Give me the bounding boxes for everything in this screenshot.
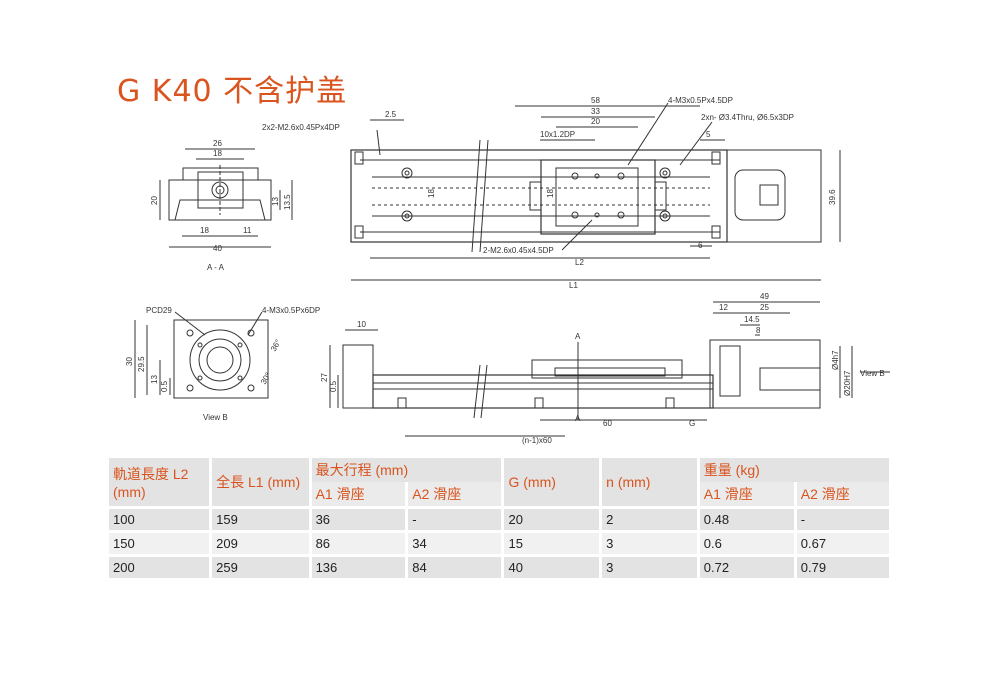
cell-l2: 150 — [109, 530, 213, 556]
side-dim-0-5: 0.5 — [329, 380, 338, 392]
cell-weight-a2: 0.67 — [795, 530, 893, 556]
dim-2-5: 2.5 — [385, 110, 397, 119]
col-header-weight: 重量 (kg) — [698, 458, 893, 482]
dim-20: 20 — [591, 117, 600, 126]
cell-l1: 209 — [210, 530, 312, 556]
table-row: 100 159 36 - 20 2 0.48 - — [109, 506, 893, 532]
cell-weight-a2: 0.79 — [795, 554, 893, 578]
cell-a2: 34 — [406, 530, 505, 556]
side-dim-49: 49 — [760, 292, 769, 301]
vb-dim-13: 13 — [150, 375, 159, 384]
dim-6: 6 — [698, 241, 703, 250]
col-header-weight-a2: A2 滑座 — [795, 482, 893, 508]
cell-l2: 200 — [109, 554, 213, 578]
side-dim-20h7: Ø20H7 — [843, 370, 852, 396]
side-dim-g: G — [689, 419, 695, 428]
aa-dim-18-bottom: 18 — [200, 226, 209, 235]
side-dim-8: 8 — [756, 326, 761, 335]
side-dim-n-1x60: (n-1)x60 — [522, 436, 552, 445]
side-dim-14-5: 14.5 — [744, 315, 760, 324]
aa-dim-40: 40 — [213, 244, 222, 253]
dim-58: 58 — [591, 96, 600, 105]
vb-dim-0-5: 0.5 — [160, 380, 169, 392]
cell-g: 20 — [502, 506, 603, 532]
cell-weight-a1: 0.6 — [698, 530, 797, 556]
col-header-l1: 全長 L1 (mm) — [210, 458, 312, 508]
side-view — [329, 301, 890, 437]
col-header-n: n (mm) — [600, 458, 700, 508]
aa-dim-11: 11 — [243, 226, 252, 235]
dim-18-rail: 18 — [427, 189, 436, 198]
cell-l1: 159 — [210, 506, 312, 532]
aa-section-label: A - A — [207, 263, 225, 272]
view-b-drawing — [134, 311, 269, 399]
aa-dim-26: 26 — [213, 139, 222, 148]
cell-l2: 100 — [109, 506, 213, 532]
table-subheader-row: A1 滑座 A2 滑座 A1 滑座 A2 滑座 — [109, 482, 893, 508]
cell-weight-a1: 0.72 — [698, 554, 797, 578]
vb-angle-36: 36° — [269, 338, 283, 353]
note-m3-thread-top: 4-M3x0.5Px4.5DP — [668, 96, 733, 105]
dim-l1: L1 — [569, 281, 578, 290]
side-dim-12: 12 — [719, 303, 728, 312]
dim-5: 5 — [706, 130, 711, 139]
aa-dim-13-5: 13.5 — [283, 194, 292, 210]
aa-dim-18-top: 18 — [213, 149, 222, 158]
section-marker-a-top: A — [575, 332, 581, 341]
note-m2-6-thread-bottom: 2-M2.6x0.45x4.5DP — [483, 246, 554, 255]
table-header-row: 軌道長度 L2 (mm) 全長 L1 (mm) 最大行程 (mm) G (mm)… — [109, 458, 893, 508]
col-header-g: G (mm) — [502, 458, 603, 508]
cell-g: 15 — [502, 530, 603, 556]
side-dim-25: 25 — [760, 303, 769, 312]
table-row: 200 259 136 84 40 3 0.72 0.79 — [109, 554, 893, 578]
col-header-stroke-a1: A1 滑座 — [310, 482, 409, 508]
side-dim-4h7: Ø4h7 — [831, 350, 840, 370]
vb-dim-30: 30 — [125, 357, 134, 366]
cell-weight-a2: - — [795, 506, 893, 532]
cell-n: 3 — [600, 554, 700, 578]
cell-g: 40 — [502, 554, 603, 578]
col-header-stroke: 最大行程 (mm) — [310, 458, 505, 482]
dim-39-6: 39.6 — [828, 189, 837, 205]
cell-n: 3 — [600, 530, 700, 556]
vb-angle-30: 30° — [259, 371, 273, 386]
vb-label: View B — [203, 413, 228, 422]
col-header-weight-a1: A1 滑座 — [698, 482, 797, 508]
dim-18-slider: 18 — [546, 189, 555, 198]
cell-a1: 136 — [310, 554, 409, 578]
table-row: 150 209 86 34 15 3 0.6 0.67 — [109, 530, 893, 556]
cell-a1: 36 — [310, 506, 409, 532]
cell-l1: 259 — [210, 554, 312, 578]
dim-33: 33 — [591, 107, 600, 116]
cell-a2: 84 — [406, 554, 505, 578]
vb-m3-thread: 4-M3x0.5Px6DP — [262, 306, 320, 315]
cell-weight-a1: 0.48 — [698, 506, 797, 532]
cell-a2: - — [406, 506, 505, 532]
note-thru-holes: 2xn- Ø3.4Thru, Ø6.5x3DP — [701, 113, 794, 122]
cell-n: 2 — [600, 506, 700, 532]
page-title: G K40 不含护盖 — [117, 74, 348, 109]
cell-a1: 86 — [310, 530, 409, 556]
vb-dim-29-5: 29.5 — [137, 356, 146, 372]
section-marker-a-bottom: A — [575, 414, 581, 423]
aa-dim-13: 13 — [271, 197, 280, 206]
side-dim-10: 10 — [357, 320, 366, 329]
dim-10x1-2dp: 10x1.2DP — [540, 130, 575, 139]
note-m2-6-thread-top: 2x2-M2.6x0.45Px4DP — [262, 123, 340, 132]
col-header-stroke-a2: A2 滑座 — [406, 482, 505, 508]
vb-pcd: PCD29 — [146, 306, 172, 315]
aa-dim-20: 20 — [150, 196, 159, 205]
top-view — [350, 102, 841, 281]
side-view-b-arrow-label: View B — [860, 369, 885, 378]
side-dim-27: 27 — [320, 373, 329, 382]
col-header-l2: 軌道長度 L2 (mm) — [109, 458, 213, 508]
section-a-a-view — [159, 148, 293, 248]
dim-l2: L2 — [575, 258, 584, 267]
spec-table: 軌道長度 L2 (mm) 全長 L1 (mm) 最大行程 (mm) G (mm)… — [109, 458, 893, 578]
side-dim-60: 60 — [603, 419, 612, 428]
